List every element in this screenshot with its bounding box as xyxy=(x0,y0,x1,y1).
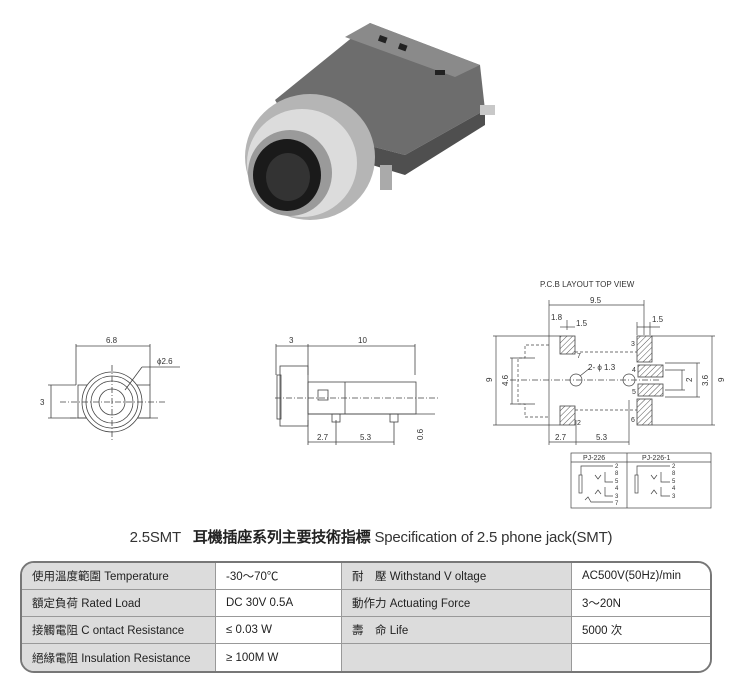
table-cell: 耐 壓 Withstand V oltage xyxy=(342,563,572,590)
spec-title-english: Specification of 2.5 phone jack(SMT) xyxy=(374,529,613,546)
table-cell xyxy=(572,644,710,671)
pin-label: 3 xyxy=(672,494,676,500)
dim-hole: ϕ2.6 xyxy=(157,357,173,366)
table-cell: 絕緣電阻 Insulation Resistance xyxy=(22,644,216,671)
spec-title: 2.5SMT 耳機插座系列主要技術指標 Specification of 2.5… xyxy=(0,526,742,547)
table-cell: AC500V(50Hz)/min xyxy=(572,563,710,590)
dim-front-len: 3 xyxy=(289,336,294,345)
product-photo xyxy=(245,23,495,220)
table-cell xyxy=(342,644,572,671)
table-cell: ≤ 0.03 W xyxy=(216,617,342,644)
table-cell: 壽 命 Life xyxy=(342,617,572,644)
pin-label: 2 xyxy=(672,464,676,470)
pin-label: 4 xyxy=(632,367,636,374)
pin-label: 4 xyxy=(672,486,676,492)
pin-label: 6 xyxy=(631,417,635,424)
schematic-model-b: PJ-226-1 xyxy=(642,455,671,462)
table-cell: DC 30V 0.5A xyxy=(216,590,342,617)
pcb-dim-bottom-left: 2.7 xyxy=(555,433,567,442)
pin-label: 7 xyxy=(615,501,619,507)
pin-label: 2 xyxy=(615,464,619,470)
dim-pin1: 2.7 xyxy=(317,433,329,442)
table-cell: 額定負荷 Rated Load xyxy=(22,590,216,617)
table-cell: 5000 次 xyxy=(572,617,710,644)
pin-label: 8 xyxy=(672,471,676,477)
pcb-heading: P.C.B LAYOUT TOP VIEW xyxy=(540,280,635,289)
spec-title-model: 2.5SMT xyxy=(129,529,182,546)
pcb-dim-height-right: 9 xyxy=(717,377,726,382)
pcb-dim-gap: 2 xyxy=(685,377,694,382)
pcb-dim-bottom-right: 5.3 xyxy=(596,433,608,442)
dim-body-len: 10 xyxy=(358,336,367,345)
front-view-drawing: 6.8 ϕ2.6 3 xyxy=(40,336,180,442)
pin-label: 2 xyxy=(577,420,581,427)
pin-label: 7 xyxy=(577,353,581,360)
pcb-dim-pad-left: 1.5 xyxy=(576,319,588,328)
table-cell: -30～70℃ xyxy=(216,563,342,590)
schematic-model-a: PJ-226 xyxy=(583,455,605,462)
pin-label: 5 xyxy=(632,389,636,396)
pcb-hole-label: 2- ϕ 1.3 xyxy=(588,363,616,372)
pin-label: 5 xyxy=(615,479,619,485)
pcb-layout-drawing: P.C.B LAYOUT TOP VIEW 9.5 1.8 1.5 1.5 9 … xyxy=(485,280,726,509)
spec-title-chinese: 耳機插座系列主要技術指標 xyxy=(192,529,371,546)
table-cell: 使用溫度範圍 Temperature xyxy=(22,563,216,590)
pcb-dim-span: 3.6 xyxy=(701,374,710,386)
table-cell: 3～20N xyxy=(572,590,710,617)
dim-width: 6.8 xyxy=(106,336,118,345)
dim-height: 3 xyxy=(40,398,45,407)
dim-pin2: 5.3 xyxy=(360,433,372,442)
pin-label: 4 xyxy=(615,486,619,492)
pin-label: 3 xyxy=(615,494,619,500)
spec-table: 使用溫度範圍 Temperature -30～70℃ 耐 壓 Withstand… xyxy=(20,561,712,673)
table-cell: ≥ 100M W xyxy=(216,644,342,671)
pcb-dim-inner: 4.6 xyxy=(501,374,510,386)
pcb-dim-height-left: 9 xyxy=(485,377,494,382)
pcb-dim-pad-right: 1.5 xyxy=(652,315,664,324)
side-view-drawing: 3 10 2.7 5.3 0.6 xyxy=(275,336,440,445)
pcb-dim-offset: 1.8 xyxy=(551,313,563,322)
pin-label: 3 xyxy=(631,341,635,348)
dim-thickness: 0.6 xyxy=(416,428,425,440)
pin-label: 5 xyxy=(672,479,676,485)
table-cell: 接觸電阻 C ontact Resistance xyxy=(22,617,216,644)
table-cell: 動作力 Actuating Force xyxy=(342,590,572,617)
pin-label: 8 xyxy=(615,471,619,477)
pcb-dim-overall: 9.5 xyxy=(590,296,602,305)
